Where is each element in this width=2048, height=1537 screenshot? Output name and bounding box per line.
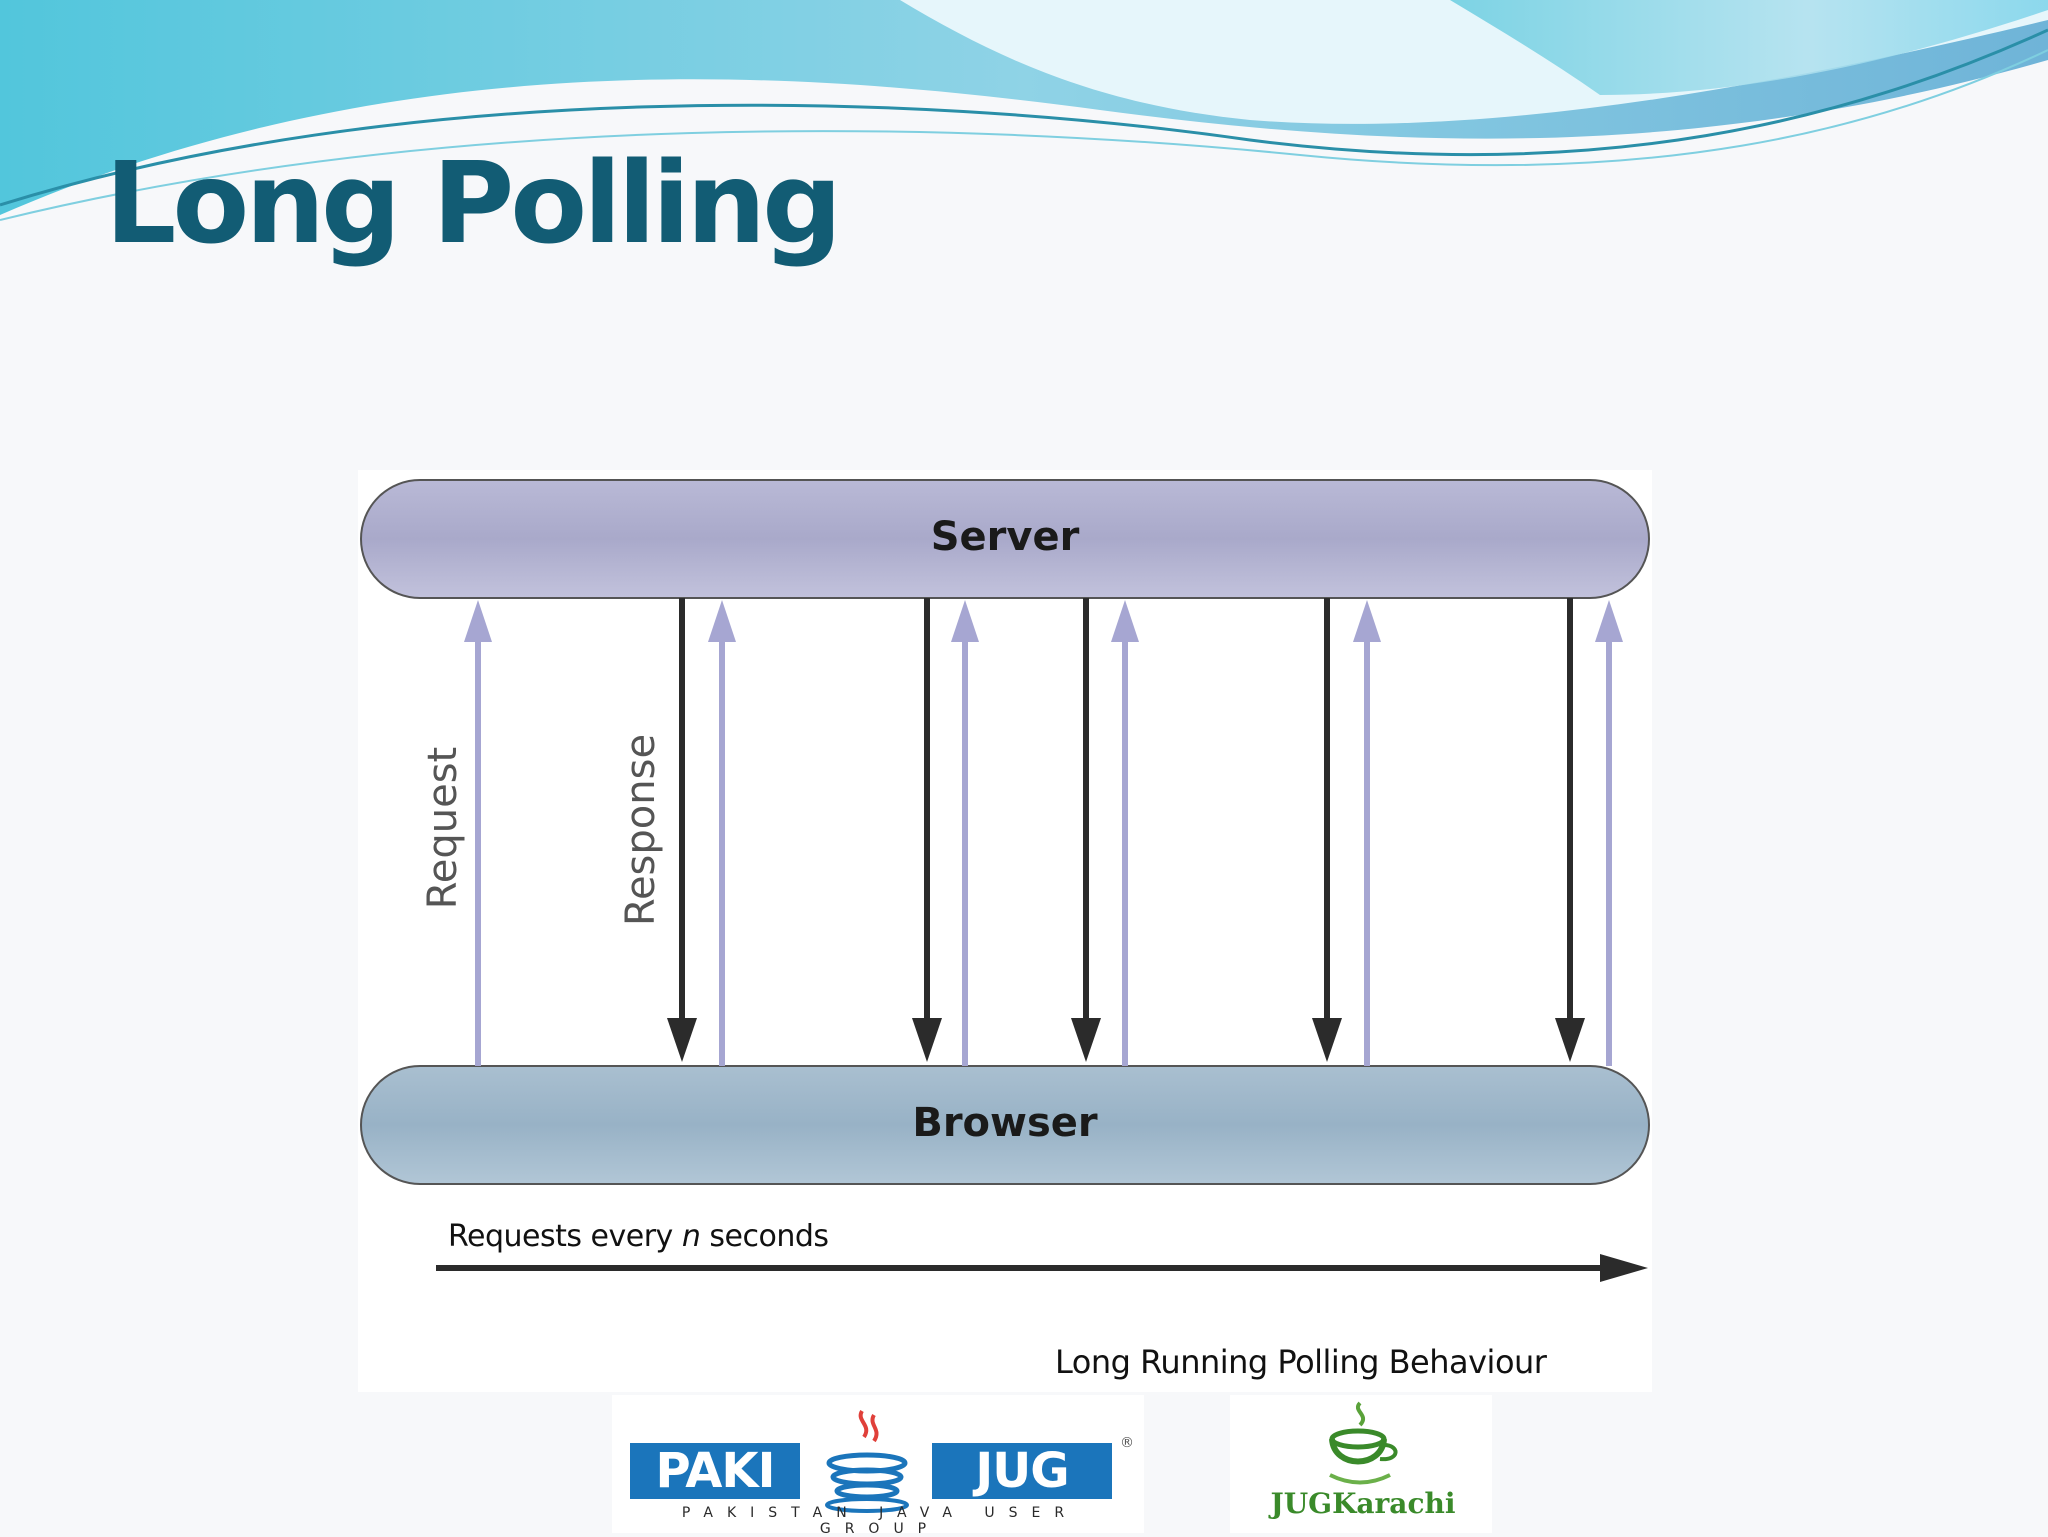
request-arrow <box>708 600 736 1066</box>
timeline-label: Requests every n seconds <box>448 1219 829 1254</box>
response-label: Response <box>618 734 664 926</box>
timeline-arrow <box>436 1254 1648 1282</box>
jugkarachi-logo-text: JUGKarachi <box>1270 1487 1456 1520</box>
server-bar <box>360 479 1650 599</box>
green-cup-icon <box>1329 1401 1398 1485</box>
timeline-label-var: n <box>682 1219 701 1254</box>
diagram-caption: Long Running Polling Behaviour <box>1055 1343 1547 1381</box>
request-arrow <box>1353 600 1381 1066</box>
pakijug-logo: PAKI JUG ® PAKISTAN JAVA USER GROUP <box>612 1395 1144 1537</box>
pakijug-logo-left-text: PAKI <box>655 1443 776 1499</box>
request-arrow <box>1595 600 1623 1066</box>
pakijug-logo-right-text: JUG <box>975 1443 1069 1499</box>
diagram-panel <box>358 470 1652 1392</box>
timeline-label-prefix: Requests every <box>448 1219 682 1254</box>
response-arrow <box>912 598 942 1062</box>
pakijug-logo-left: PAKI <box>630 1443 800 1499</box>
pakijug-logo-right: JUG <box>932 1443 1112 1499</box>
timeline-label-suffix: seconds <box>700 1219 828 1254</box>
jugkarachi-logo: JUGKarachi <box>1230 1395 1492 1533</box>
server-label: Server <box>931 514 1080 560</box>
request-arrow <box>1111 600 1139 1066</box>
java-cup-icon <box>825 1409 909 1513</box>
registered-mark: ® <box>1120 1435 1134 1451</box>
request-arrows <box>464 600 1623 1066</box>
long-polling-diagram: Server Browser <box>360 479 1650 1282</box>
pakijug-logo-subtitle: PAKISTAN JAVA USER GROUP <box>681 1505 1079 1537</box>
header-wave-decoration <box>0 0 2048 221</box>
request-arrow <box>951 600 979 1066</box>
footer-logos: PAKI JUG ® PAKISTAN JAVA USER GROUP JUGK… <box>0 1395 2048 1537</box>
browser-bar <box>360 1065 1650 1185</box>
slide-title: Long Polling <box>105 139 842 269</box>
response-arrows <box>667 598 1585 1062</box>
response-arrow <box>1312 598 1342 1062</box>
browser-label: Browser <box>912 1100 1098 1146</box>
response-arrow <box>667 598 697 1062</box>
response-arrow <box>1555 598 1585 1062</box>
response-arrow <box>1071 598 1101 1062</box>
request-arrow <box>464 600 492 1066</box>
request-label: Request <box>420 747 466 909</box>
